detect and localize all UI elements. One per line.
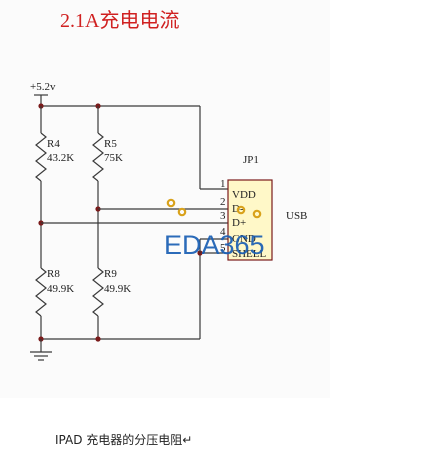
pin-markers xyxy=(166,198,262,219)
connector-ref: JP1 xyxy=(243,154,259,166)
pin-3-number: 3 xyxy=(220,210,226,222)
pin-1-name: VDD xyxy=(232,189,256,201)
r9-name: R9 xyxy=(104,268,117,280)
pin-4-number: 4 xyxy=(220,226,226,238)
pin-marker xyxy=(236,205,246,215)
r8-value: 49.9K xyxy=(47,283,74,295)
r5-name: R5 xyxy=(104,138,117,150)
r9-value: 49.9K xyxy=(104,283,131,295)
r4-name: R4 xyxy=(47,138,60,150)
figure-caption: IPAD 充电器的分压电阻↵ xyxy=(55,433,193,447)
r4-value: 43.2K xyxy=(47,152,74,164)
r5-resistor xyxy=(92,132,104,182)
diagram-title: 2.1A充电电流 xyxy=(60,9,179,32)
supply-label: +5.2v xyxy=(30,81,56,93)
pin-5-name: SHELL xyxy=(232,248,267,260)
pin-marker xyxy=(177,207,187,217)
pin-1-number: 1 xyxy=(220,178,226,190)
junction-dot xyxy=(95,336,101,342)
connector-body xyxy=(227,179,273,261)
pin-4-name: GND xyxy=(232,233,256,245)
r8-resistor xyxy=(35,267,47,317)
schematic-drawing: 2.1A充电电流 +5.2v R4 43.2K R5 75K xyxy=(30,9,307,361)
pin-3-name: D+ xyxy=(232,217,246,229)
ground-symbol xyxy=(30,339,52,361)
pin-marker xyxy=(252,209,262,219)
connector-type-label: USB xyxy=(286,210,307,222)
pin-5-number: 5 xyxy=(220,242,226,254)
schematic-panel: 2.1A充电电流 +5.2v R4 43.2K R5 75K xyxy=(30,9,308,361)
r8-name: R8 xyxy=(47,268,60,280)
r9-resistor xyxy=(92,267,104,317)
pin-marker xyxy=(166,198,176,208)
pin-2-number: 2 xyxy=(220,196,226,208)
r5-value: 75K xyxy=(104,152,123,164)
watermark-text: EDA365 xyxy=(164,230,265,260)
r4-resistor xyxy=(35,132,47,182)
